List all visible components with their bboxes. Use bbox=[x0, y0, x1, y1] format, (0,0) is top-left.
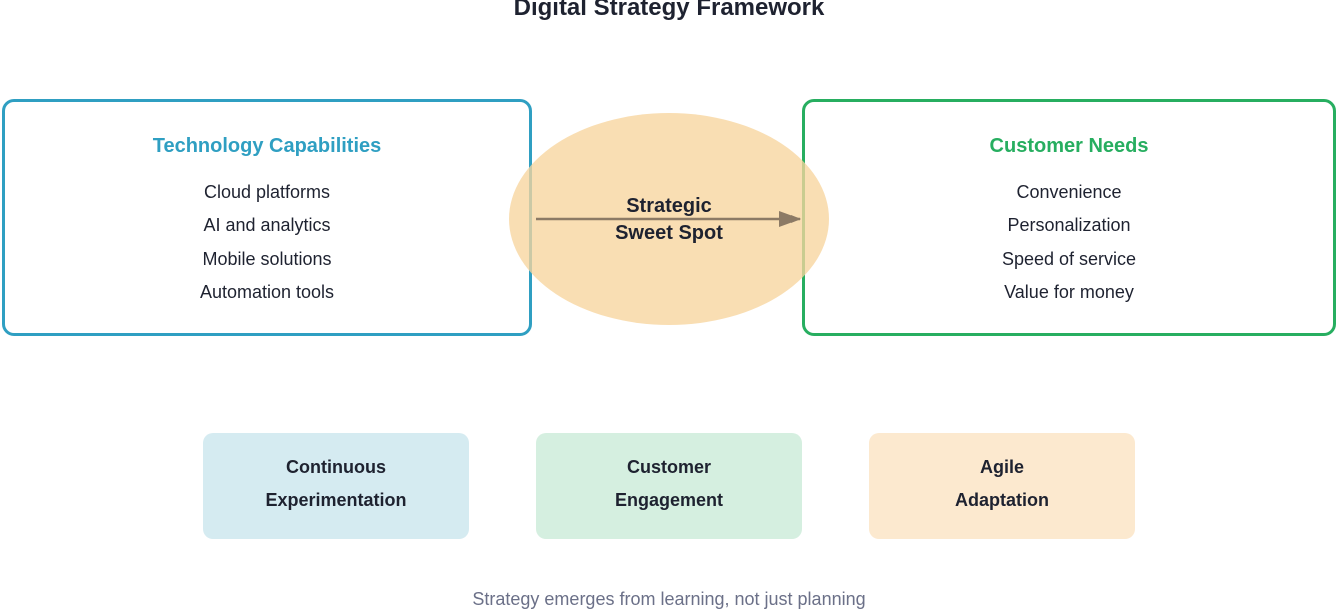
principle-line2: Experimentation bbox=[265, 490, 407, 510]
principle-card-adaptation: Agile Adaptation bbox=[869, 433, 1135, 539]
customer-need-item: Personalization bbox=[1007, 215, 1131, 236]
principle-card-engagement: Customer Engagement bbox=[536, 433, 802, 539]
principle-line1: Customer bbox=[626, 457, 711, 477]
principle-line1: Continuous bbox=[286, 457, 386, 477]
principle-line1: Agile bbox=[979, 457, 1024, 477]
technology-item: Cloud platforms bbox=[203, 182, 331, 202]
sweet-spot-line2: Sweet Spot bbox=[615, 222, 723, 244]
principle-card-experimentation: Continuous Experimentation bbox=[203, 433, 469, 539]
customer-needs-panel: Customer Needs Convenience Personalizati… bbox=[802, 99, 1336, 336]
customer-need-item: Speed of service bbox=[1001, 248, 1137, 269]
customer-needs-list: Convenience Personalization Speed of ser… bbox=[805, 176, 1333, 309]
sweet-spot-line1: Strategic bbox=[626, 195, 712, 217]
footer-caption: Strategy emerges from learning, not just… bbox=[472, 589, 866, 609]
customer-need-item: Convenience bbox=[1016, 182, 1122, 202]
customer-needs-title: Customer Needs bbox=[989, 135, 1149, 157]
arrowhead-icon bbox=[779, 211, 801, 227]
customer-need-item: Value for money bbox=[1004, 281, 1134, 302]
principle-line2: Adaptation bbox=[955, 490, 1049, 510]
diagram-title: Digital Strategy Framework bbox=[513, 0, 825, 21]
technology-capabilities-list: Cloud platforms AI and analytics Mobile … bbox=[5, 176, 529, 309]
technology-item: Mobile solutions bbox=[202, 248, 332, 269]
principle-line2: Engagement bbox=[614, 490, 724, 510]
sweet-spot-label: Strategic Sweet Spot bbox=[569, 193, 769, 247]
technology-capabilities-title: Technology Capabilities bbox=[152, 135, 382, 157]
technology-item: Automation tools bbox=[199, 281, 335, 302]
technology-item: AI and analytics bbox=[203, 215, 331, 236]
